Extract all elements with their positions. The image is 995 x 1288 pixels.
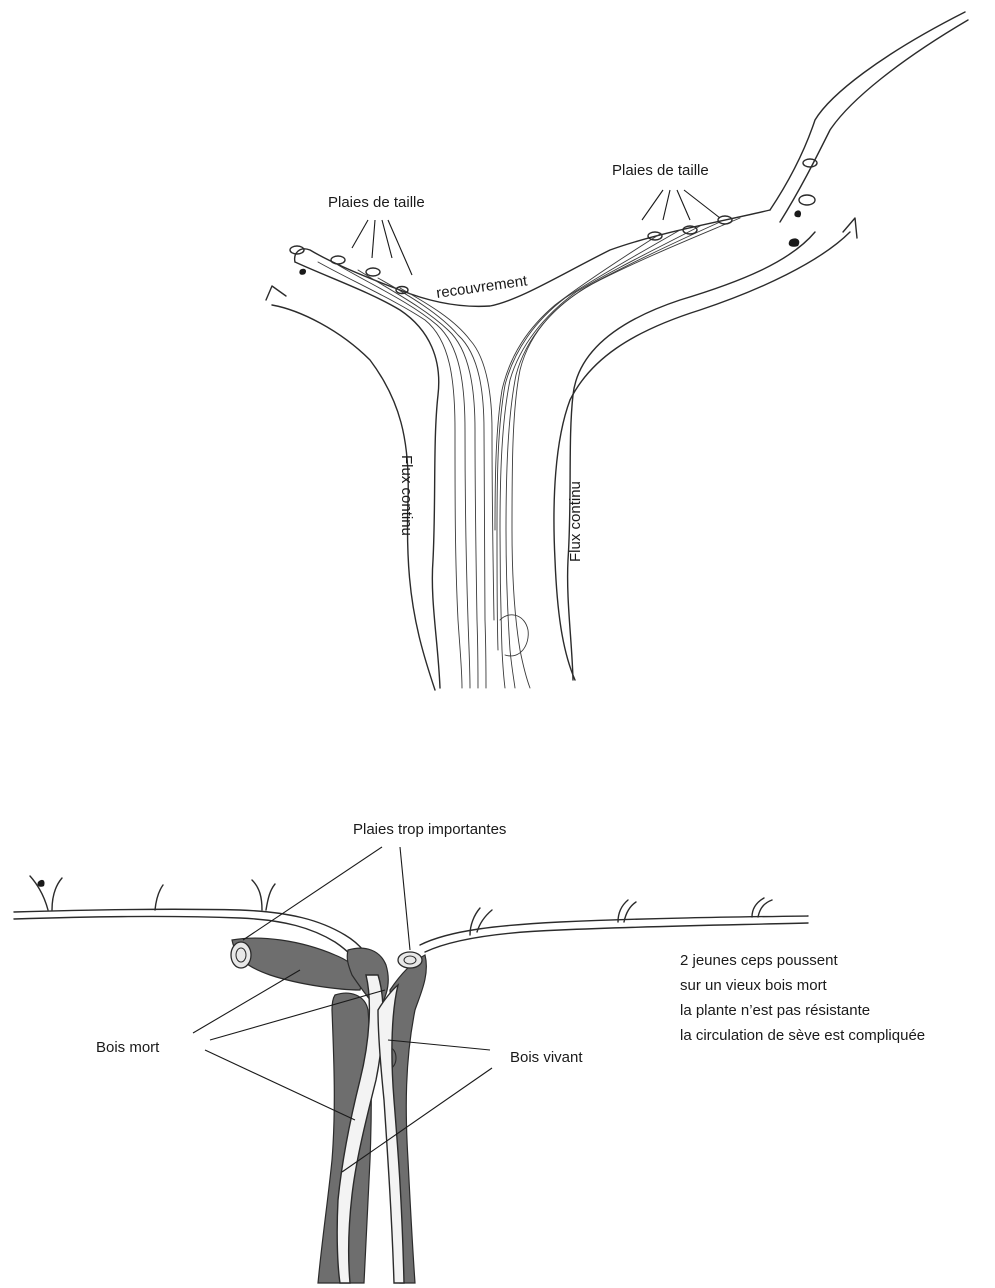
- caption-line: sur un vieux bois mort: [680, 977, 828, 994]
- right-flow-arrowhead: [843, 218, 857, 238]
- right-cane: [420, 898, 808, 952]
- label-continuous-flow-left: Flux continu: [398, 455, 415, 536]
- flow-arrows: [266, 218, 857, 690]
- label-pruning-wounds-left: Plaies de taille: [328, 194, 425, 211]
- leader-wounds-left: [243, 847, 382, 940]
- label-dead-wood: Bois mort: [96, 1039, 160, 1056]
- sap-vessels: [318, 218, 740, 688]
- healthy-vine-diagram: Plaies de taille Plaies de taille recouv…: [266, 12, 968, 690]
- caption-line: 2 jeunes ceps poussent: [680, 952, 838, 969]
- caption-line: la circulation de sève est compliquée: [680, 1027, 925, 1044]
- label-wounds-too-large: Plaies trop importantes: [353, 821, 506, 838]
- leader-dead-wood-3: [205, 1050, 355, 1120]
- label-pruning-wounds-right: Plaies de taille: [612, 162, 709, 179]
- right-flow-arrow-line: [554, 232, 850, 680]
- caption-line: la plante n’est pas résistante: [680, 1002, 870, 1019]
- leader-wounds-right: [400, 847, 410, 950]
- pruning-stubs: [290, 159, 817, 294]
- damaged-vine-diagram: Plaies trop importantes Bois mort Bois v…: [14, 821, 925, 1283]
- trunk-outline: [295, 12, 968, 688]
- label-living-wood: Bois vivant: [510, 1049, 583, 1066]
- left-flow-arrowhead: [266, 286, 286, 300]
- leader-dead-wood-1: [193, 970, 300, 1033]
- caption-block: 2 jeunes ceps poussent sur un vieux bois…: [680, 952, 925, 1044]
- label-continuous-flow-right: Flux continu: [567, 481, 584, 562]
